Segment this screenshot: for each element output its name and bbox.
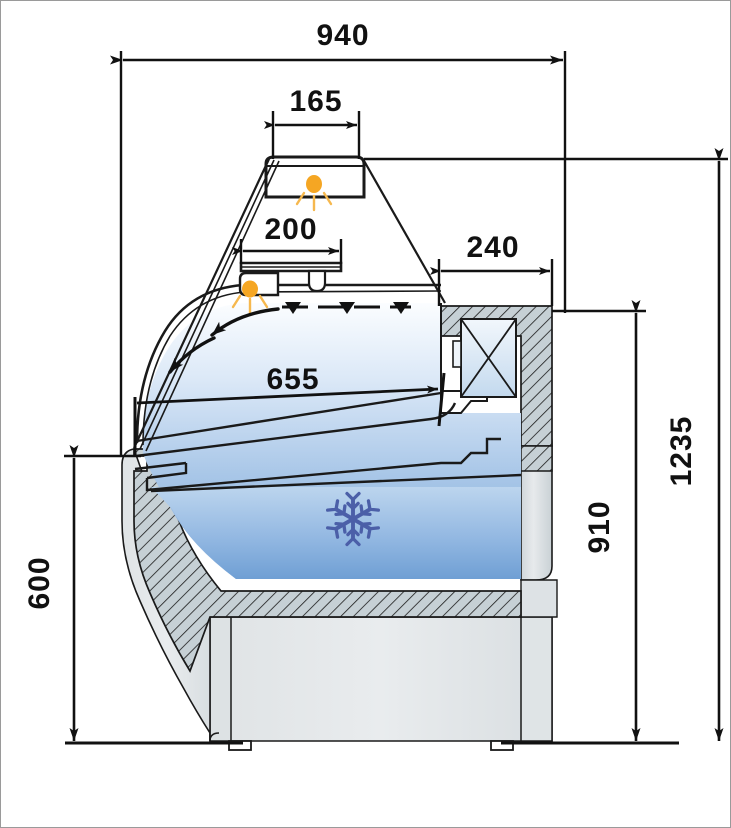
dimension-label-1235: 1235 (665, 416, 698, 487)
dimension-glass-span: 655 (133, 363, 446, 456)
snowflake-icon (326, 491, 380, 547)
dimension-label-240: 240 (466, 231, 519, 264)
display-deck-profile (134, 391, 522, 493)
light-bulb-icon-canopy (295, 175, 333, 212)
display-interior-glass (142, 303, 521, 579)
dimension-overall-height: 1235 (364, 148, 728, 741)
dimension-canopy-width: 165 (264, 85, 361, 159)
dimension-label-910: 910 (583, 500, 616, 553)
dimension-label-165: 165 (289, 85, 342, 118)
dimension-deck-height: 600 (23, 445, 141, 741)
dimension-shelf-width: 200 (232, 213, 343, 264)
cabinet-lower-body (209, 616, 553, 742)
dimension-label-940: 940 (316, 19, 369, 52)
dimension-body-height: 910 (552, 300, 646, 741)
cabinet-feet (228, 740, 514, 751)
light-bulb-icon-shelf (231, 280, 269, 315)
dimension-label-200: 200 (264, 213, 317, 246)
air-curtain-flow-indicators (168, 302, 411, 374)
dimension-rear-width: 240 (430, 231, 554, 306)
mid-shelf-assembly (238, 261, 343, 297)
dimension-label-600: 600 (23, 556, 56, 609)
dimension-label-655: 655 (266, 363, 319, 396)
dimension-overall-width: 940 (110, 19, 567, 456)
